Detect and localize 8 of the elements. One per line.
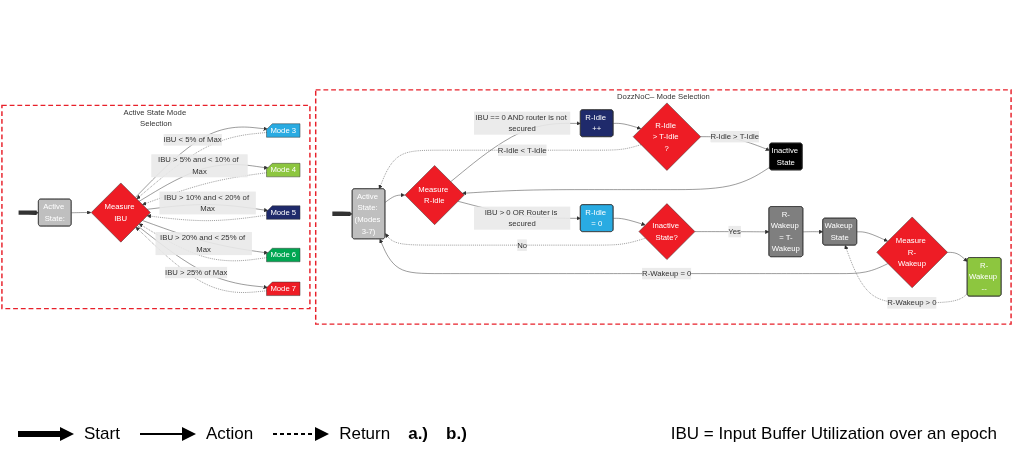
note-text: IBU = Input Buffer Utilization over an epoch xyxy=(670,424,997,444)
arrow xyxy=(18,210,39,215)
legend-label: Action xyxy=(205,424,254,444)
legend-label: Start xyxy=(84,424,120,444)
panel-letter: b.) xyxy=(446,424,467,444)
legend-label: Return xyxy=(339,424,391,444)
arrow xyxy=(331,211,353,217)
panel-letter: a.) xyxy=(408,424,429,444)
